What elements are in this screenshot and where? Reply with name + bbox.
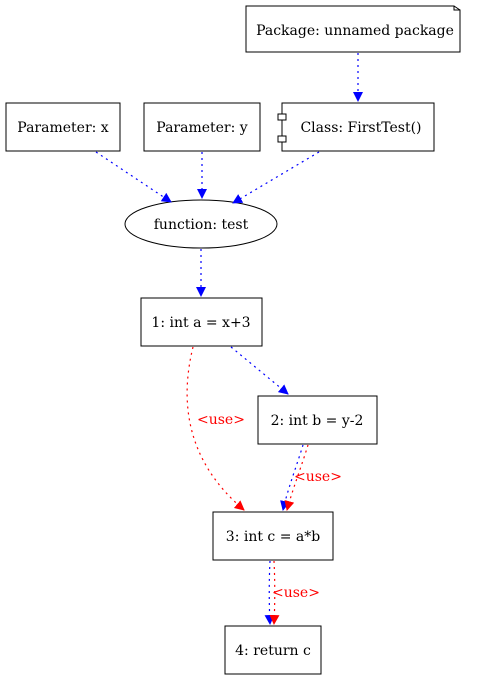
use-edge-statement-2-statement-3 bbox=[284, 444, 309, 511]
edge-statement-3-statement-4 bbox=[264, 560, 275, 625]
use-edge-statement-3-statement-4 bbox=[269, 560, 280, 625]
statement-3-node[interactable]: 3: int c = a*b bbox=[212, 511, 334, 561]
component-tab-bottom-icon bbox=[277, 135, 287, 143]
parameter-y-label: Parameter: y bbox=[156, 120, 248, 136]
use-label-3-4: <use> bbox=[272, 585, 320, 601]
package-label: Package: unnamed package bbox=[256, 23, 454, 39]
parameter-x-node[interactable]: Parameter: x bbox=[5, 102, 121, 152]
function-label: function: test bbox=[154, 217, 249, 233]
edge-class-function bbox=[232, 151, 320, 204]
edge-statement-2-statement-3 bbox=[280, 444, 304, 511]
class-node[interactable]: Class: FirstTest() bbox=[277, 102, 435, 152]
class-label: Class: FirstTest() bbox=[300, 120, 421, 136]
function-node[interactable]: function: test bbox=[124, 199, 278, 249]
use-label-1-3: <use> bbox=[197, 412, 245, 428]
statement-2-node[interactable]: 2: int b = y-2 bbox=[257, 395, 378, 445]
statement-1-node[interactable]: 1: int a = x+3 bbox=[140, 297, 263, 347]
parameter-x-label: Parameter: x bbox=[17, 120, 109, 136]
edge-statement-1-statement-2 bbox=[230, 346, 289, 395]
statement-4-node[interactable]: 4: return c bbox=[224, 625, 322, 675]
statement-1-label: 1: int a = x+3 bbox=[151, 315, 250, 331]
statement-4-label: 4: return c bbox=[235, 643, 311, 659]
package-node[interactable]: Package: unnamed package bbox=[245, 5, 461, 53]
use-label-2-3: <use> bbox=[294, 469, 342, 485]
edge-param-x-function bbox=[95, 151, 172, 203]
statement-2-label: 2: int b = y-2 bbox=[271, 413, 364, 429]
statement-3-label: 3: int c = a*b bbox=[226, 529, 320, 545]
parameter-y-node[interactable]: Parameter: y bbox=[143, 102, 261, 152]
use-edge-statement-1-statement-3 bbox=[186, 346, 245, 511]
component-tab-top-icon bbox=[277, 113, 287, 121]
